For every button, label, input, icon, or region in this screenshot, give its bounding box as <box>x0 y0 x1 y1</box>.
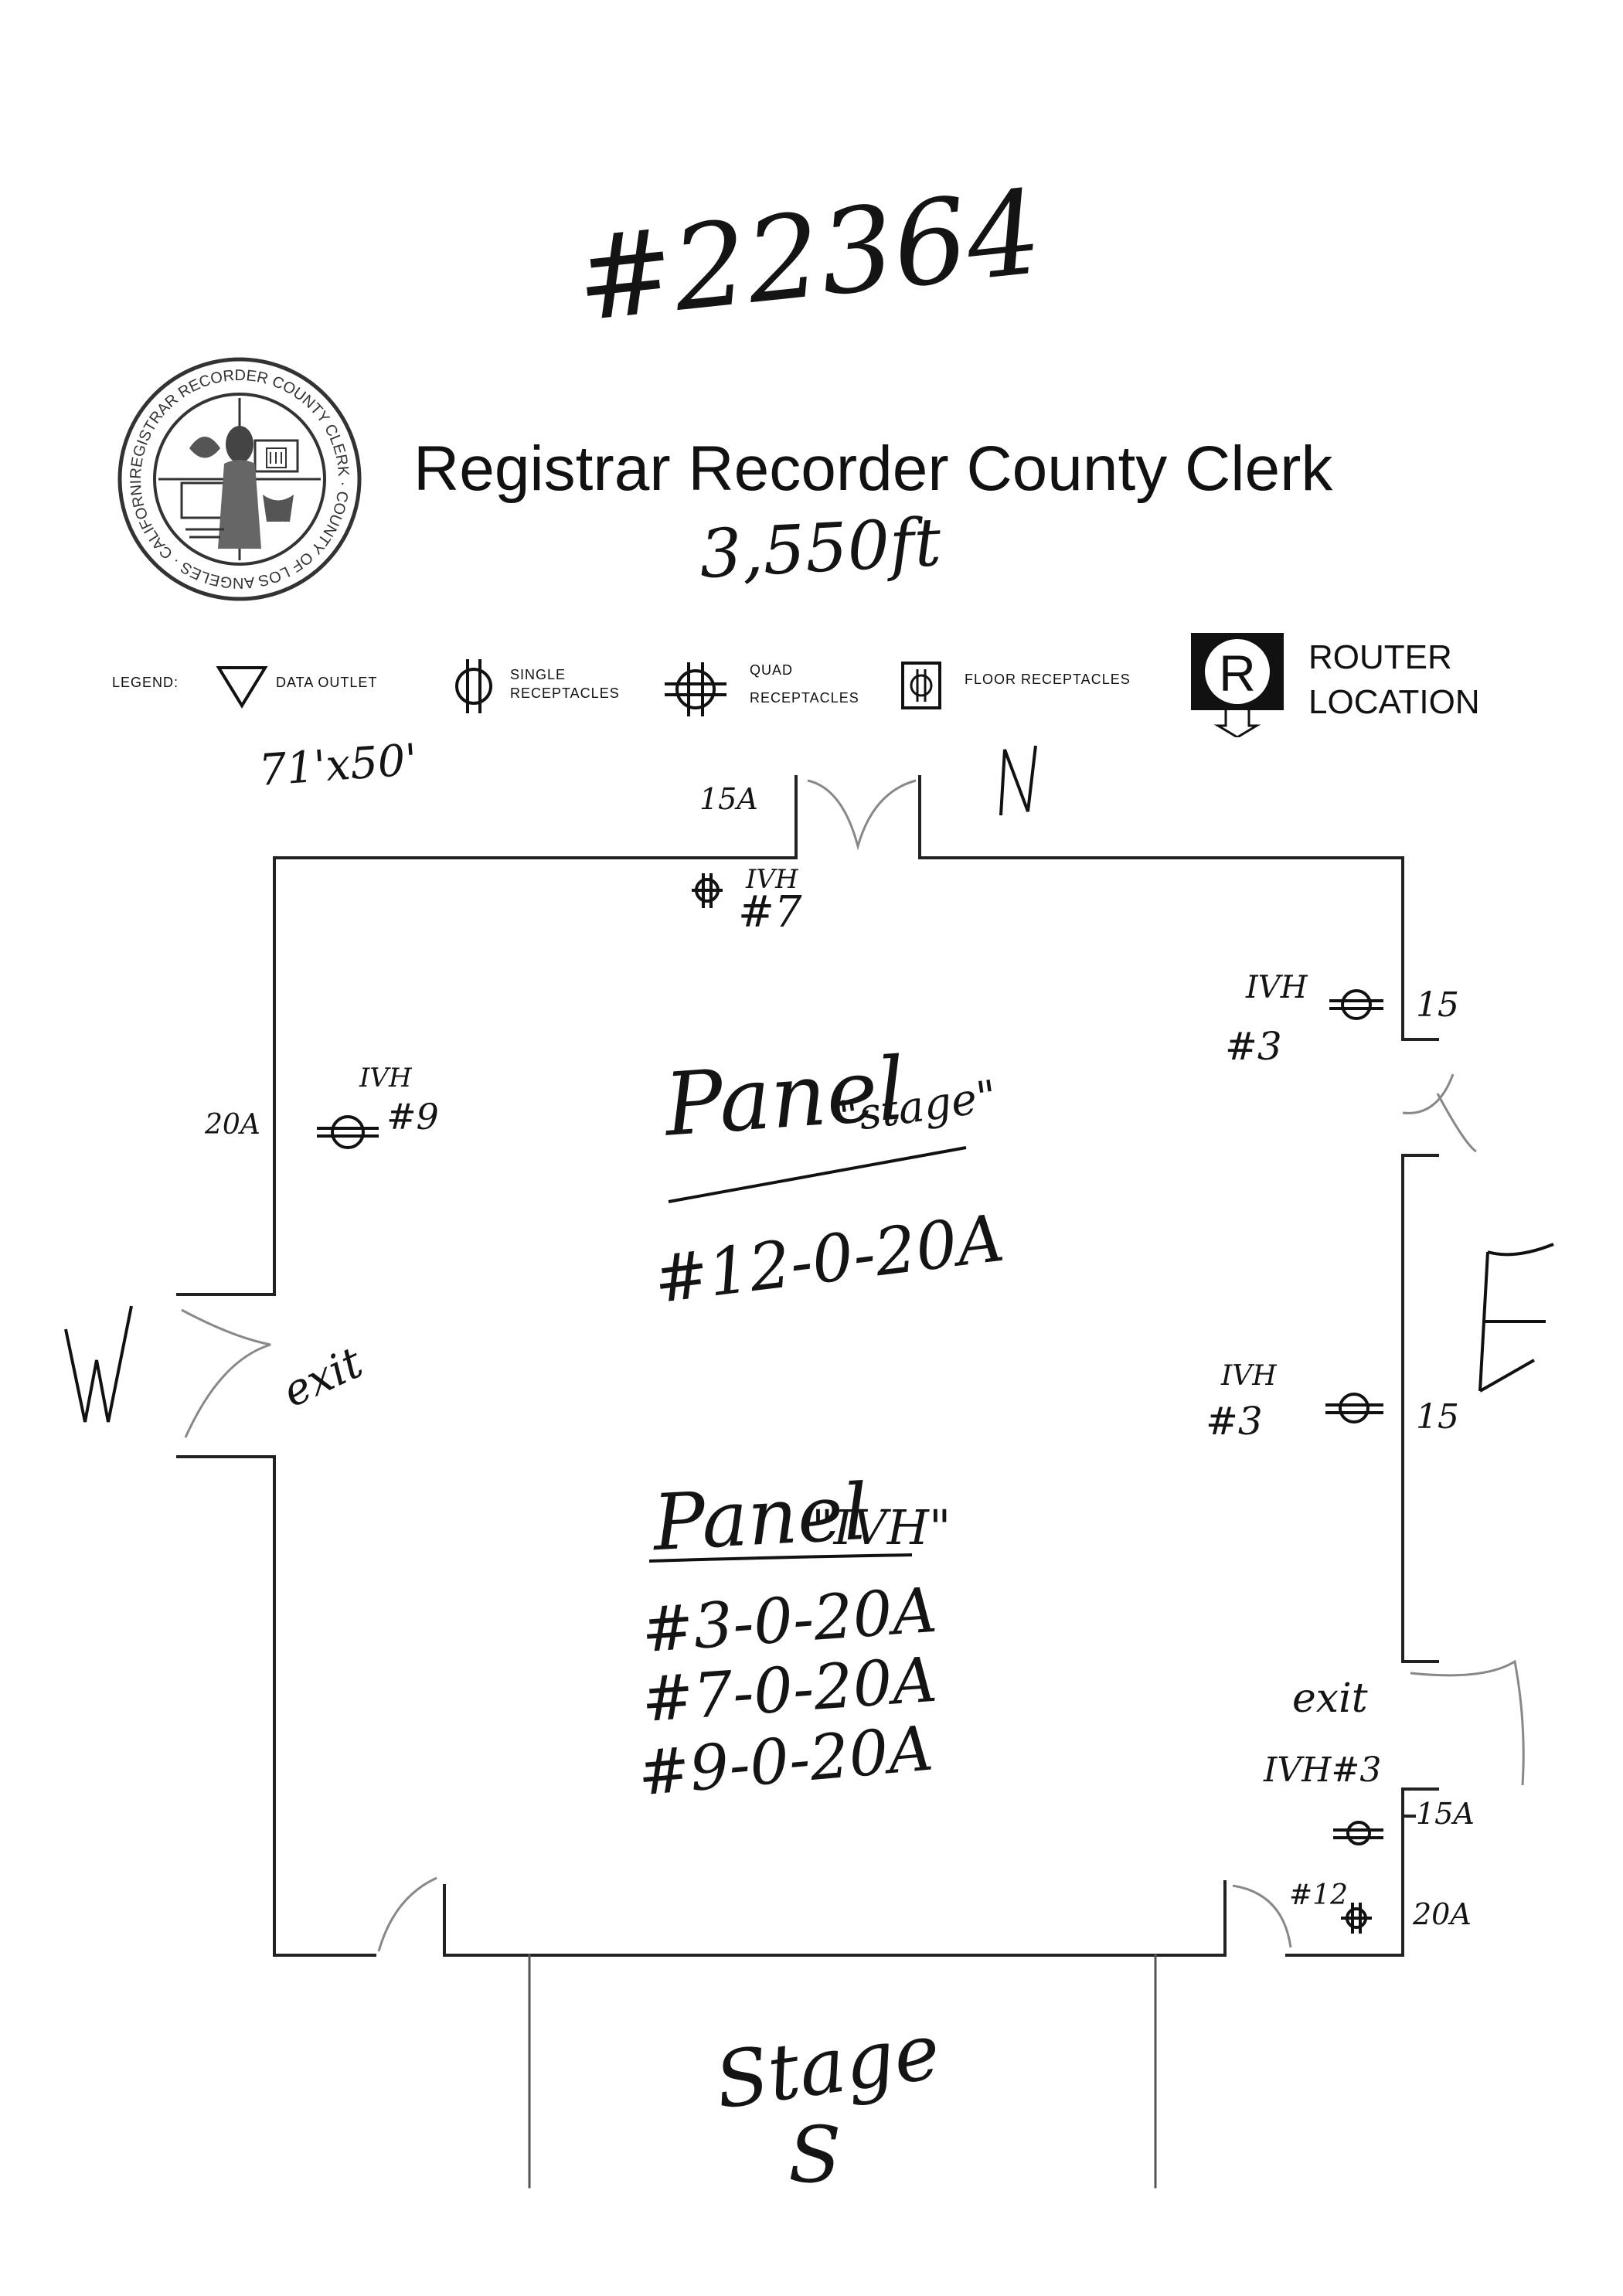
wall-right-lower <box>1285 1787 1439 1957</box>
east-receptacle-middle <box>1325 1393 1383 1424</box>
wall-bottom-main <box>443 1884 1227 1957</box>
panel-ivh-name: "IVH" <box>812 1499 951 1556</box>
east-middle-breaker: 15 <box>1416 1397 1459 1437</box>
top-breaker-label: 15A <box>699 782 758 816</box>
east-door-upper <box>1402 1073 1477 1153</box>
legend-label: LEGEND: <box>112 675 179 690</box>
north-letter <box>999 745 1037 816</box>
west-door <box>181 1308 271 1438</box>
east-receptacle-upper <box>1329 989 1383 1020</box>
east-upper-circuit: #3 <box>1225 1024 1282 1069</box>
east-middle-circuit: #3 <box>1206 1399 1263 1444</box>
bottom-outlet-circuit: #12 <box>1289 1879 1348 1911</box>
legend-floor-label: FLOOR RECEPTACLES <box>965 672 1131 687</box>
data-outlet-icon <box>216 666 268 709</box>
west-letter <box>64 1305 133 1423</box>
east-upper-panel: IVH <box>1246 970 1308 1005</box>
bottom-quad-receptacle <box>1341 1903 1372 1934</box>
top-outlet-panel: IVH <box>746 864 798 895</box>
router-location-icon: R <box>1191 633 1284 737</box>
legend-quad-line1: QUAD <box>750 662 794 678</box>
stage-outline <box>528 1954 1157 2189</box>
east-receptacle-lower <box>1333 1821 1383 1845</box>
west-outlet-panel: IVH <box>359 1063 412 1094</box>
quad-receptacle-icon <box>665 662 726 716</box>
legend-router-line2: LOCATION <box>1308 683 1480 721</box>
single-receptacle-icon <box>455 659 492 713</box>
legend-router-line1: ROUTER <box>1308 638 1452 676</box>
router-badge-letter: R <box>1219 645 1256 702</box>
panel-ivh-underline <box>648 1553 913 1563</box>
county-seal: REGISTRAR RECORDER COUNTY CLERK · COUNTY… <box>116 355 362 601</box>
legend-data-outlet-label: DATA OUTLET <box>276 675 378 690</box>
bottom-door-left <box>377 1876 437 1952</box>
wall-top-left <box>273 775 798 859</box>
south-label: S <box>788 2110 842 2200</box>
east-middle-panel: IVH <box>1221 1360 1277 1392</box>
east-upper-breaker: 15 <box>1416 985 1459 1025</box>
page-title: Registrar Recorder County Clerk <box>413 434 1333 504</box>
floor-receptacle-icon <box>901 662 941 709</box>
wall-right-mid-top <box>1401 1154 1439 1663</box>
wall-top-right <box>918 775 1404 1041</box>
east-letter <box>1478 1243 1554 1393</box>
east-lower-breaker: 15A <box>1416 1797 1475 1831</box>
wall-left-upper <box>176 856 276 1296</box>
legend-single-line2: RECEPTACLES <box>510 685 620 701</box>
legend-quad-line2: RECEPTACLES <box>750 690 859 706</box>
top-quad-receptacle <box>692 873 723 908</box>
panel-stage-underline <box>668 1146 967 1203</box>
west-outlet-circuit: #9 <box>386 1096 439 1138</box>
west-receptacle <box>317 1115 379 1149</box>
bottom-outlet-breaker: 20A <box>1413 1897 1472 1931</box>
east-door-lower <box>1410 1659 1525 1786</box>
bottom-door-right <box>1232 1884 1292 1948</box>
east-exit-label: exit <box>1292 1675 1368 1722</box>
top-outlet-circuit: #7 <box>738 887 802 937</box>
east-lower-label: IVH#3 <box>1264 1750 1382 1790</box>
legend-single-line1: SINGLE <box>510 667 567 682</box>
wall-left-lower <box>176 1455 276 1957</box>
north-door <box>807 779 917 851</box>
west-breaker-label: 20A <box>205 1109 260 1141</box>
